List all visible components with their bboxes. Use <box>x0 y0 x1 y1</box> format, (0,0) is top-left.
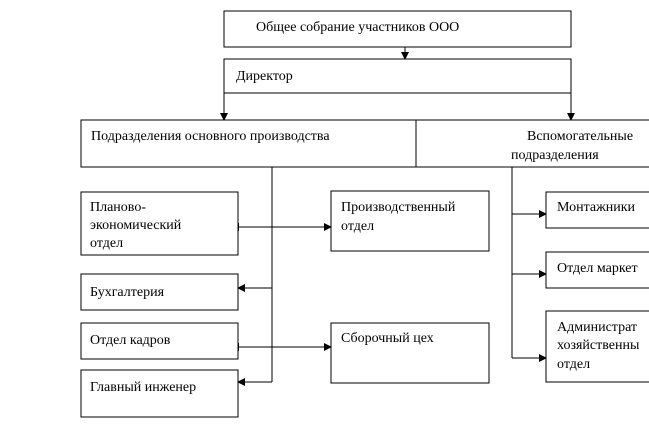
node-installers: Монтажники <box>545 191 649 229</box>
node-admin-dept-label-2: хозяйственны <box>557 338 640 353</box>
node-admin-dept-label-3: отдел <box>557 357 590 372</box>
connectors <box>220 47 575 386</box>
node-assembly-shop: Сборочный цех <box>330 322 490 384</box>
node-main-production-units-label: Подразделения основного производства <box>91 129 330 144</box>
node-marketing-dept: Отдел маркет <box>545 251 649 289</box>
node-main-production-units: Подразделения основного производства <box>80 119 417 168</box>
node-planning-economic-label-1: Планово- <box>90 200 146 215</box>
node-marketing-dept-label: Отдел маркет <box>557 261 638 276</box>
node-production-dept-label-1: Производственный <box>341 200 456 215</box>
node-planning-economic-label-3: отдел <box>90 236 123 251</box>
node-installers-label: Монтажники <box>557 200 636 215</box>
node-assembly-shop-label: Сборочный цех <box>341 331 434 346</box>
node-admin-dept: Администрат хозяйственны отдел <box>545 310 649 383</box>
node-planning-economic-dept: Планово- экономический отдел <box>80 191 239 256</box>
node-chief-engineer: Главный инженер <box>80 369 239 418</box>
node-production-dept-label-2: отдел <box>341 219 374 234</box>
node-chief-engineer-label: Главный инженер <box>90 380 196 395</box>
node-hr-dept-label: Отдел кадров <box>90 333 171 348</box>
node-general-meeting: Общее собрание участников ООО <box>223 10 572 48</box>
node-accounting: Бухгалтерия <box>80 273 239 311</box>
node-auxiliary-units-label-2: подразделения <box>511 148 599 163</box>
node-director: Директор <box>223 58 572 94</box>
node-auxiliary-units: Вспомогательные подразделения <box>415 119 649 168</box>
node-director-label: Директор <box>236 69 293 84</box>
node-planning-economic-label-2: экономический <box>90 218 182 233</box>
node-admin-dept-label-1: Администрат <box>557 320 637 335</box>
node-hr-dept: Отдел кадров <box>80 322 239 360</box>
node-production-dept: Производственный отдел <box>330 190 490 252</box>
node-general-meeting-label: Общее собрание участников ООО <box>256 20 459 35</box>
node-auxiliary-units-label-1: Вспомогательные <box>527 129 633 144</box>
node-accounting-label: Бухгалтерия <box>90 285 165 300</box>
